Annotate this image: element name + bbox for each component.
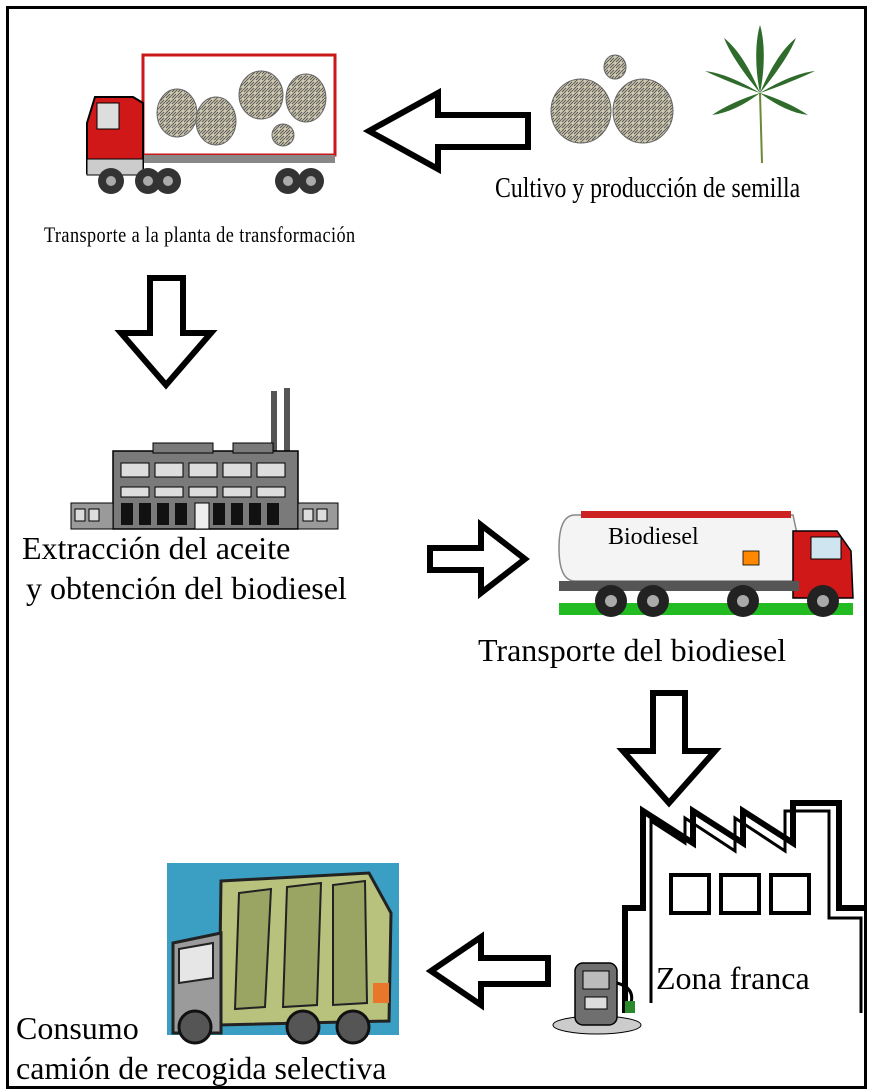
arrow-down-1 xyxy=(114,275,218,390)
garbage-truck-icon xyxy=(167,863,399,1045)
fuel-pump-icon xyxy=(552,962,642,1035)
label-consumo-line1: Consumo xyxy=(16,1010,139,1046)
diagram-frame xyxy=(6,6,867,1089)
seed-truck-icon xyxy=(86,53,337,194)
label-consumo-line2: camión de recogida selectiva xyxy=(16,1050,387,1086)
seeds-icon xyxy=(550,54,674,144)
factory-icon xyxy=(70,388,339,530)
arrow-right-middle xyxy=(427,518,530,600)
tanker-truck-icon xyxy=(558,511,854,617)
hemp-leaf-icon xyxy=(700,23,820,164)
label-transporte-biodiesel: Transporte del biodiesel xyxy=(478,632,787,668)
label-extraccion-line2: y obtención del biodiesel xyxy=(26,570,347,606)
label-transporte-planta: Transporte a la planta de transformación xyxy=(44,222,356,247)
label-zona-franca: Zona franca xyxy=(656,960,810,996)
arrow-left-top xyxy=(362,87,531,175)
tanker-biodiesel-text: Biodiesel xyxy=(608,524,699,550)
label-cultivo: Cultivo y producción de semilla xyxy=(495,172,801,204)
diagram-canvas xyxy=(70,23,864,1045)
arrow-down-2 xyxy=(616,690,722,808)
zona-franca-building-icon xyxy=(622,800,864,1013)
arrow-left-bottom xyxy=(425,931,551,1011)
label-extraccion-line1: Extracción del aceite xyxy=(22,530,291,566)
